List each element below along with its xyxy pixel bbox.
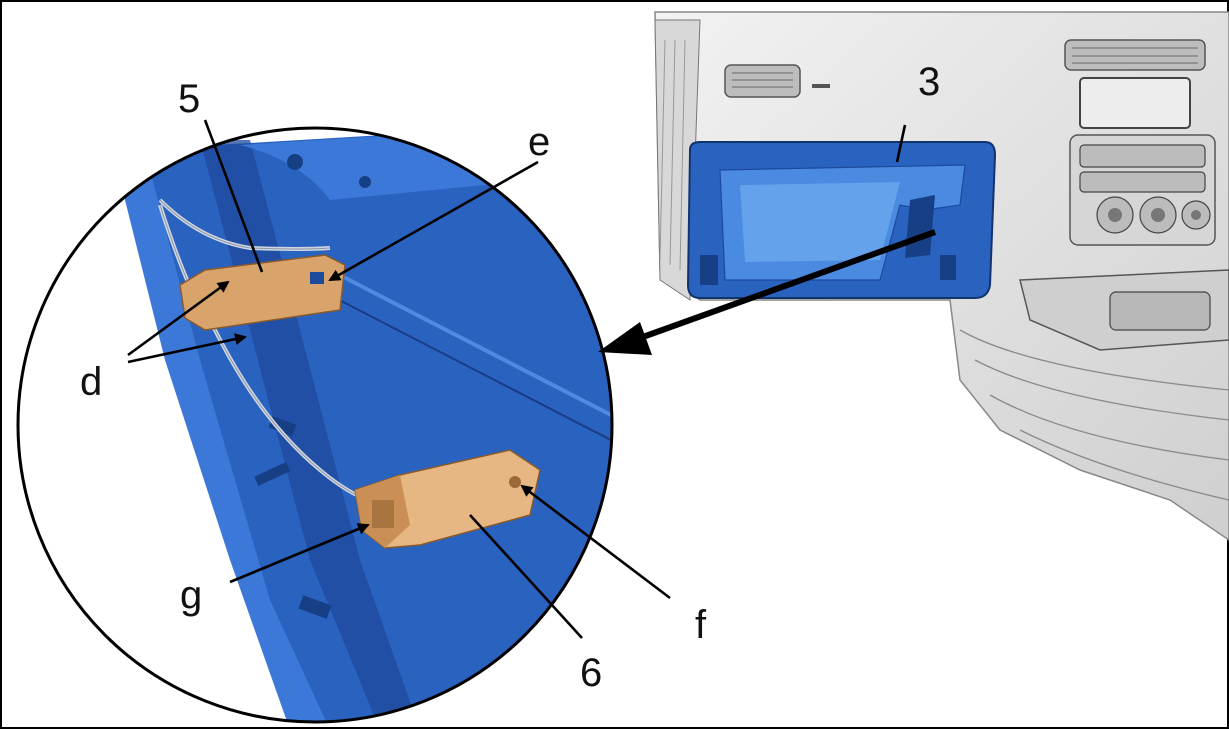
center-screen xyxy=(1079,77,1191,129)
callout-g: g xyxy=(180,573,202,617)
dashboard-overview xyxy=(654,11,1229,541)
callout-5: 5 xyxy=(178,77,200,121)
view-arrow xyxy=(598,229,937,355)
callout-3: 3 xyxy=(918,60,940,104)
callout-d: d xyxy=(80,360,102,404)
detail-lens xyxy=(16,126,614,724)
air-vent-center xyxy=(1064,39,1206,71)
air-vent-left xyxy=(724,64,801,98)
callout-f: f xyxy=(695,603,707,647)
leader-lines xyxy=(127,119,907,639)
callout-e: e xyxy=(528,120,550,164)
electronic-module-6 xyxy=(354,449,541,549)
glovebox-housing xyxy=(686,141,997,299)
callout-6: 6 xyxy=(580,651,602,695)
bracket-5 xyxy=(179,254,346,331)
